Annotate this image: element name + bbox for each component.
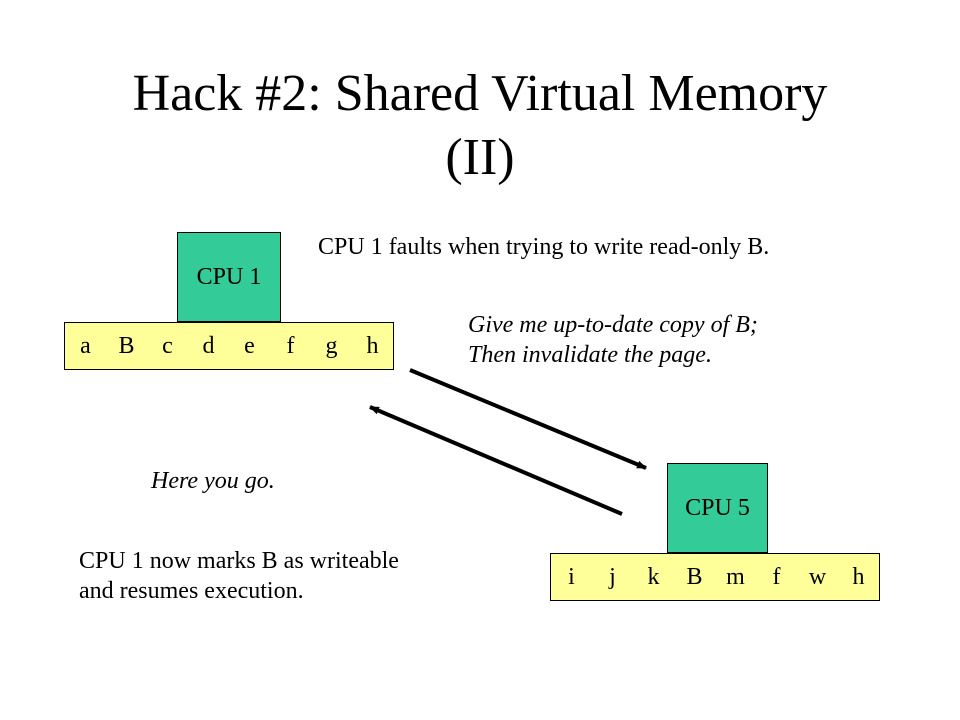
cpu5-page-cell: f: [772, 564, 781, 590]
cpu1-page-cell: g: [325, 333, 338, 359]
fault-note: CPU 1 faults when trying to write read-o…: [318, 234, 770, 260]
cpu5-page-cell: h: [852, 564, 865, 590]
title-line-1: Hack #2: Shared Virtual Memory: [132, 65, 828, 122]
resume-note-line-2: and resumes execution.: [79, 578, 304, 604]
resume-note: CPU 1 now marks B as writeable and resum…: [79, 546, 399, 606]
cpu1-page-cell: h: [366, 333, 379, 359]
title-line-2: (II): [445, 129, 515, 186]
cpu1-label: CPU 1: [196, 263, 262, 290]
cpu1-page-cell: d: [202, 333, 215, 359]
cpu5-label: CPU 5: [685, 494, 750, 521]
cpu5-page-cell: B: [686, 564, 703, 590]
cpu5-page-cell: m: [726, 564, 745, 590]
cpu5-page-cell: j: [609, 564, 616, 590]
reply-note: Here you go.: [151, 468, 275, 494]
reply-arrow: [369, 405, 623, 516]
cpu1-page-row: a B c d e f g h: [64, 322, 394, 370]
slide-title: Hack #2: Shared Virtual Memory (II): [0, 62, 960, 190]
cpu5-page-cell: k: [647, 564, 660, 590]
cpu5-box: CPU 5: [667, 463, 768, 553]
cpu1-page-cell: e: [244, 333, 255, 359]
request-arrow: [409, 368, 647, 470]
request-note-line-2: Then invalidate the page.: [468, 342, 712, 368]
cpu1-page-cell: c: [162, 333, 173, 359]
cpu1-page-cell: f: [286, 333, 295, 359]
cpu1-page-cell: a: [80, 333, 91, 359]
request-note: Give me up-to-date copy of B; Then inval…: [468, 310, 758, 370]
cpu5-page-cell: i: [568, 564, 575, 590]
cpu1-page-cell: B: [118, 333, 135, 359]
request-note-line-1: Give me up-to-date copy of B;: [468, 312, 758, 338]
cpu5-page-cell: w: [808, 564, 827, 590]
cpu5-page-row: i j k B m f w h: [550, 553, 880, 601]
cpu1-box: CPU 1: [177, 232, 281, 322]
resume-note-line-1: CPU 1 now marks B as writeable: [79, 548, 399, 574]
